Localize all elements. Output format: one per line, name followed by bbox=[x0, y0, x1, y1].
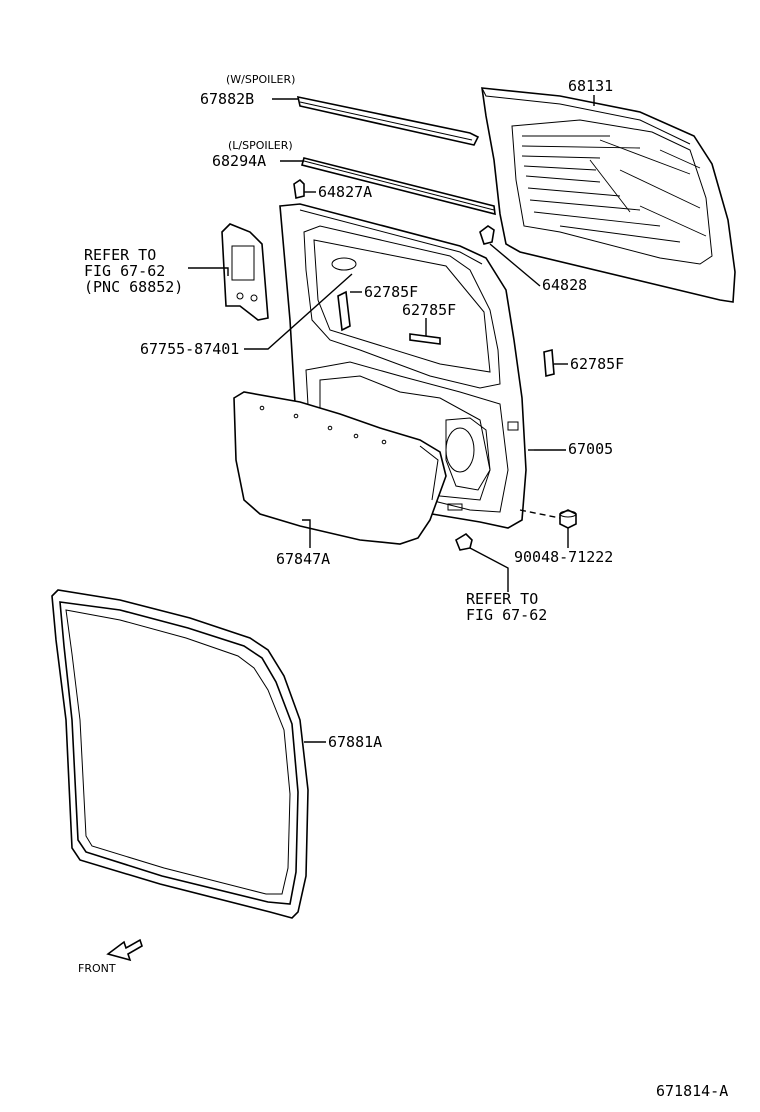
label-90048: 90048-71222 bbox=[514, 548, 613, 566]
part-68131-glass bbox=[481, 87, 736, 303]
label-67881A: 67881A bbox=[328, 733, 382, 751]
label-62785F-a: 62785F bbox=[364, 283, 418, 301]
leader-lines bbox=[188, 95, 595, 743]
part-67847A-cover bbox=[233, 391, 447, 545]
part-68294A bbox=[301, 157, 496, 216]
part-67882B bbox=[296, 95, 480, 146]
part-hinge-bracket bbox=[221, 223, 269, 321]
label-refer2-line2: FIG 67-62 bbox=[466, 606, 547, 624]
label-64828: 64828 bbox=[542, 276, 587, 294]
label-diagram-id: 671814-A bbox=[656, 1082, 728, 1100]
label-w-spoiler: (W/SPOILER) bbox=[226, 73, 295, 86]
label-64827A: 64827A bbox=[318, 183, 372, 201]
label-l-spoiler: (L/SPOILER) bbox=[228, 139, 293, 152]
label-67847A: 67847A bbox=[276, 550, 330, 568]
label-62785F-c: 62785F bbox=[570, 355, 624, 373]
label-refer1-line2: FIG 67-62 bbox=[84, 262, 165, 280]
label-67005: 67005 bbox=[568, 440, 613, 458]
label-front: FRONT bbox=[78, 962, 116, 975]
part-stopper bbox=[455, 532, 473, 551]
part-62785F-c bbox=[543, 348, 555, 378]
label-refer1-line1: REFER TO bbox=[84, 246, 156, 264]
front-arrow-icon bbox=[106, 938, 143, 962]
part-64828 bbox=[479, 225, 495, 245]
label-68131: 68131 bbox=[568, 77, 613, 95]
label-62785F-b: 62785F bbox=[402, 301, 456, 319]
part-62785F-b bbox=[409, 333, 441, 345]
label-67882B: 67882B bbox=[200, 90, 254, 108]
label-refer2-line1: REFER TO bbox=[466, 590, 538, 608]
label-68294A: 68294A bbox=[212, 152, 266, 170]
part-64827A bbox=[293, 178, 305, 199]
label-67755: 67755-87401 bbox=[140, 340, 239, 358]
part-62785F-a bbox=[337, 290, 351, 332]
part-90048-bolt bbox=[559, 509, 577, 529]
part-67881A-weatherstrip bbox=[51, 589, 309, 919]
label-refer1-line3: (PNC 68852) bbox=[84, 278, 183, 296]
